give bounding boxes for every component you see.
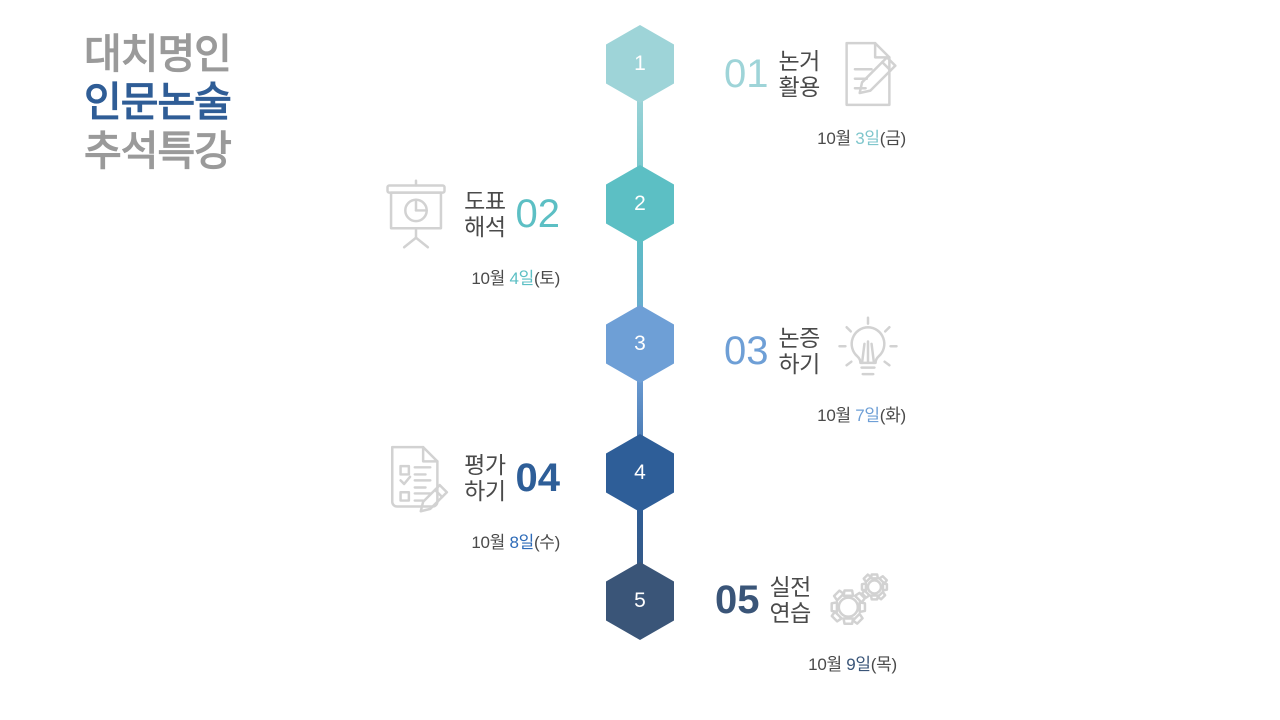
step-3-date: 10월 7일(화) [724,401,906,426]
node-number-4: 4 [634,461,646,484]
step-2-date-day: 4일 [509,269,534,288]
timeline-node-1[interactable]: 1 [606,25,674,103]
node-number-3: 3 [634,332,646,355]
step-2-date-prefix: 10월 [471,269,505,288]
step-2-date-suffix: (토) [533,269,560,288]
lightbulb-icon [830,313,906,389]
step-1-date-suffix: (금) [879,129,906,148]
document-pencil-icon [830,36,906,112]
step-3-date-suffix: (화) [879,406,906,425]
step-5-label: 실전 연습 [769,573,812,627]
step-2-number: 02 [515,192,561,236]
step-3-text: 03 논증 하기 [724,313,906,426]
step-3-date-day: 7일 [855,406,880,425]
step-3-label: 논증 하기 [778,324,821,378]
step-4-headline: 평가 하기 04 [378,440,560,516]
step-2-date: 10월 4일(토) [471,264,560,289]
step-3-label-line2: 하기 [778,351,821,377]
step-1-date: 10월 3일(금) [724,124,906,149]
step-5-date: 10월 9일(목) [715,650,897,675]
step-3-number: 03 [724,329,769,373]
step-4-text: 평가 하기 04 10월 8일(수) [378,440,560,553]
node-number-2: 2 [634,192,646,215]
step-2-text: 도표 해석 02 10월 4일(토) [378,176,560,289]
timeline-node-2[interactable]: 2 [606,165,674,243]
step-5-date-day: 9일 [846,655,871,674]
presentation-chart-icon [378,176,454,252]
timeline-step-3[interactable]: 03 논증 하기 [724,313,906,426]
step-3-label-line1: 논증 [778,324,821,351]
step-1-date-day: 3일 [855,129,880,148]
step-5-date-prefix: 10월 [808,655,842,674]
step-4-date: 10월 8일(수) [471,528,560,553]
step-2-label-line2: 해석 [464,214,506,240]
step-4-date-suffix: (수) [533,533,560,552]
step-5-text: 05 실전 연습 [715,562,897,675]
step-2-label-line1: 도표 [464,187,506,214]
timeline-step-4[interactable]: 평가 하기 04 10월 8일(수) [300,440,560,553]
connector-2-3 [637,230,643,370]
timeline-step-2[interactable]: 도표 해석 02 10월 4일(토) [300,176,560,289]
step-1-text: 01 논거 활용 10월 3일(금) [724,36,906,149]
step-1-label-line2: 활용 [778,74,821,100]
checklist-pencil-icon [378,440,454,516]
step-1-number: 01 [724,52,769,96]
step-4-date-day: 8일 [509,533,534,552]
step-2-headline: 도표 해석 02 [378,176,560,252]
step-3-headline: 03 논증 하기 [724,313,906,389]
timeline-step-1[interactable]: 01 논거 활용 10월 3일(금) [724,36,906,149]
node-number-1: 1 [634,52,646,75]
step-1-headline: 01 논거 활용 [724,36,906,112]
timeline-step-5[interactable]: 05 실전 연습 [715,562,897,675]
step-5-label-line2: 연습 [769,600,812,626]
step-5-label-line1: 실전 [769,573,812,600]
node-number-5: 5 [634,589,646,612]
step-2-label: 도표 해석 [464,187,506,241]
step-1-label-line1: 논거 [778,47,821,74]
step-4-label-line2: 하기 [464,478,506,504]
step-1-date-prefix: 10월 [817,129,851,148]
gears-icon [821,562,897,638]
step-4-label: 평가 하기 [464,451,506,505]
connector-1-2 [637,90,643,230]
step-5-headline: 05 실전 연습 [715,562,897,638]
step-3-date-prefix: 10월 [817,406,851,425]
timeline-node-4[interactable]: 4 [606,434,674,512]
page-title: 대치명인 인문논술 추석특강 [84,30,344,175]
step-5-date-suffix: (목) [870,655,897,674]
title-line-subject: 인문논술 [84,79,232,126]
step-4-label-line1: 평가 [464,451,506,478]
step-4-number: 04 [515,456,561,500]
title-line-course: 추석특강 [84,127,232,174]
step-5-number: 05 [715,578,760,622]
timeline-node-5[interactable]: 5 [606,562,674,640]
title-line-brand: 대치명인 [84,31,232,77]
timeline-node-3[interactable]: 3 [606,305,674,383]
step-1-label: 논거 활용 [778,47,821,101]
step-4-date-prefix: 10월 [471,533,505,552]
